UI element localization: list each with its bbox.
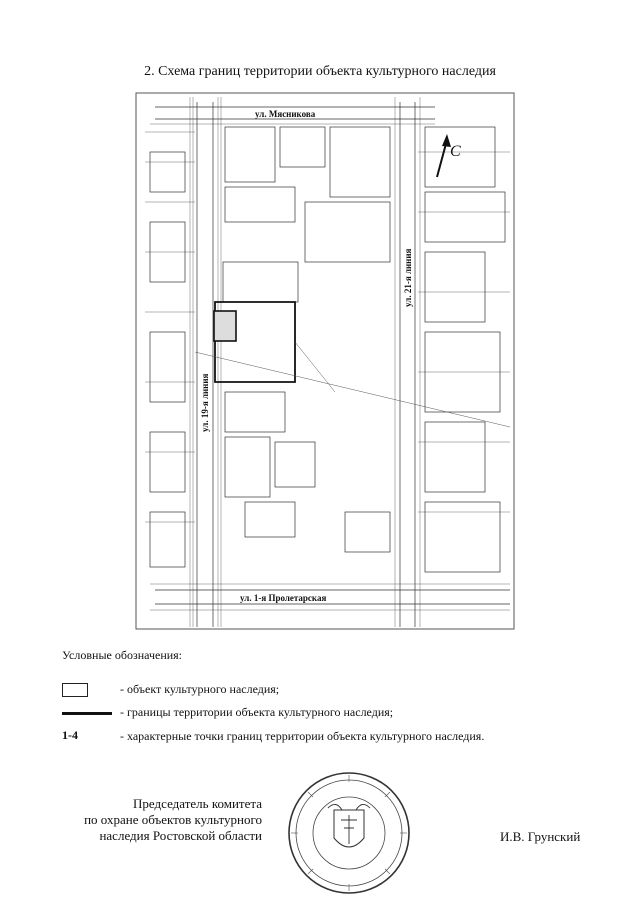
north-arrow xyxy=(436,134,451,178)
document-title: 2. Схема границ территории объекта культ… xyxy=(144,64,496,79)
street-bands xyxy=(155,102,510,627)
signature-line: наследия Ростовской области xyxy=(99,828,262,843)
legend-item-text: - объект культурного наследия; xyxy=(120,682,280,696)
legend-title: Условные обозначения: xyxy=(62,648,183,662)
legend-item-text: - границы территории объекта культурного… xyxy=(120,705,394,719)
signature-line: Председатель комитета xyxy=(133,796,262,811)
heritage-object xyxy=(213,310,237,342)
legend-item-text: - характерные точки границ территории об… xyxy=(120,729,485,743)
north-label: С xyxy=(450,143,461,160)
street-label-bottom: ул. 1-я Пролетарская xyxy=(240,593,326,603)
map-frame xyxy=(135,92,515,630)
legend-points-symbol: 1-4 xyxy=(62,728,78,742)
street-label-right: ул. 21-я линия xyxy=(403,248,413,307)
legend-line-symbol xyxy=(62,712,112,715)
diagonal-lines xyxy=(194,341,511,428)
signature-position: Председатель комитета по охране объектов… xyxy=(72,796,262,844)
street-texture xyxy=(145,97,510,627)
official-seal-stamp xyxy=(288,772,410,894)
street-label-top: ул. Мясникова xyxy=(255,109,316,119)
street-label-left: ул. 19-я линия xyxy=(200,373,210,432)
legend-rect-symbol xyxy=(62,683,88,697)
signature-line: по охране объектов культурного xyxy=(84,812,262,827)
territory-scheme-map: С ул. Мясникова ул. 1-я Пролетарская ул.… xyxy=(135,92,515,630)
signer-name: И.В. Грунский xyxy=(500,829,581,844)
territory-boundary xyxy=(214,301,296,383)
